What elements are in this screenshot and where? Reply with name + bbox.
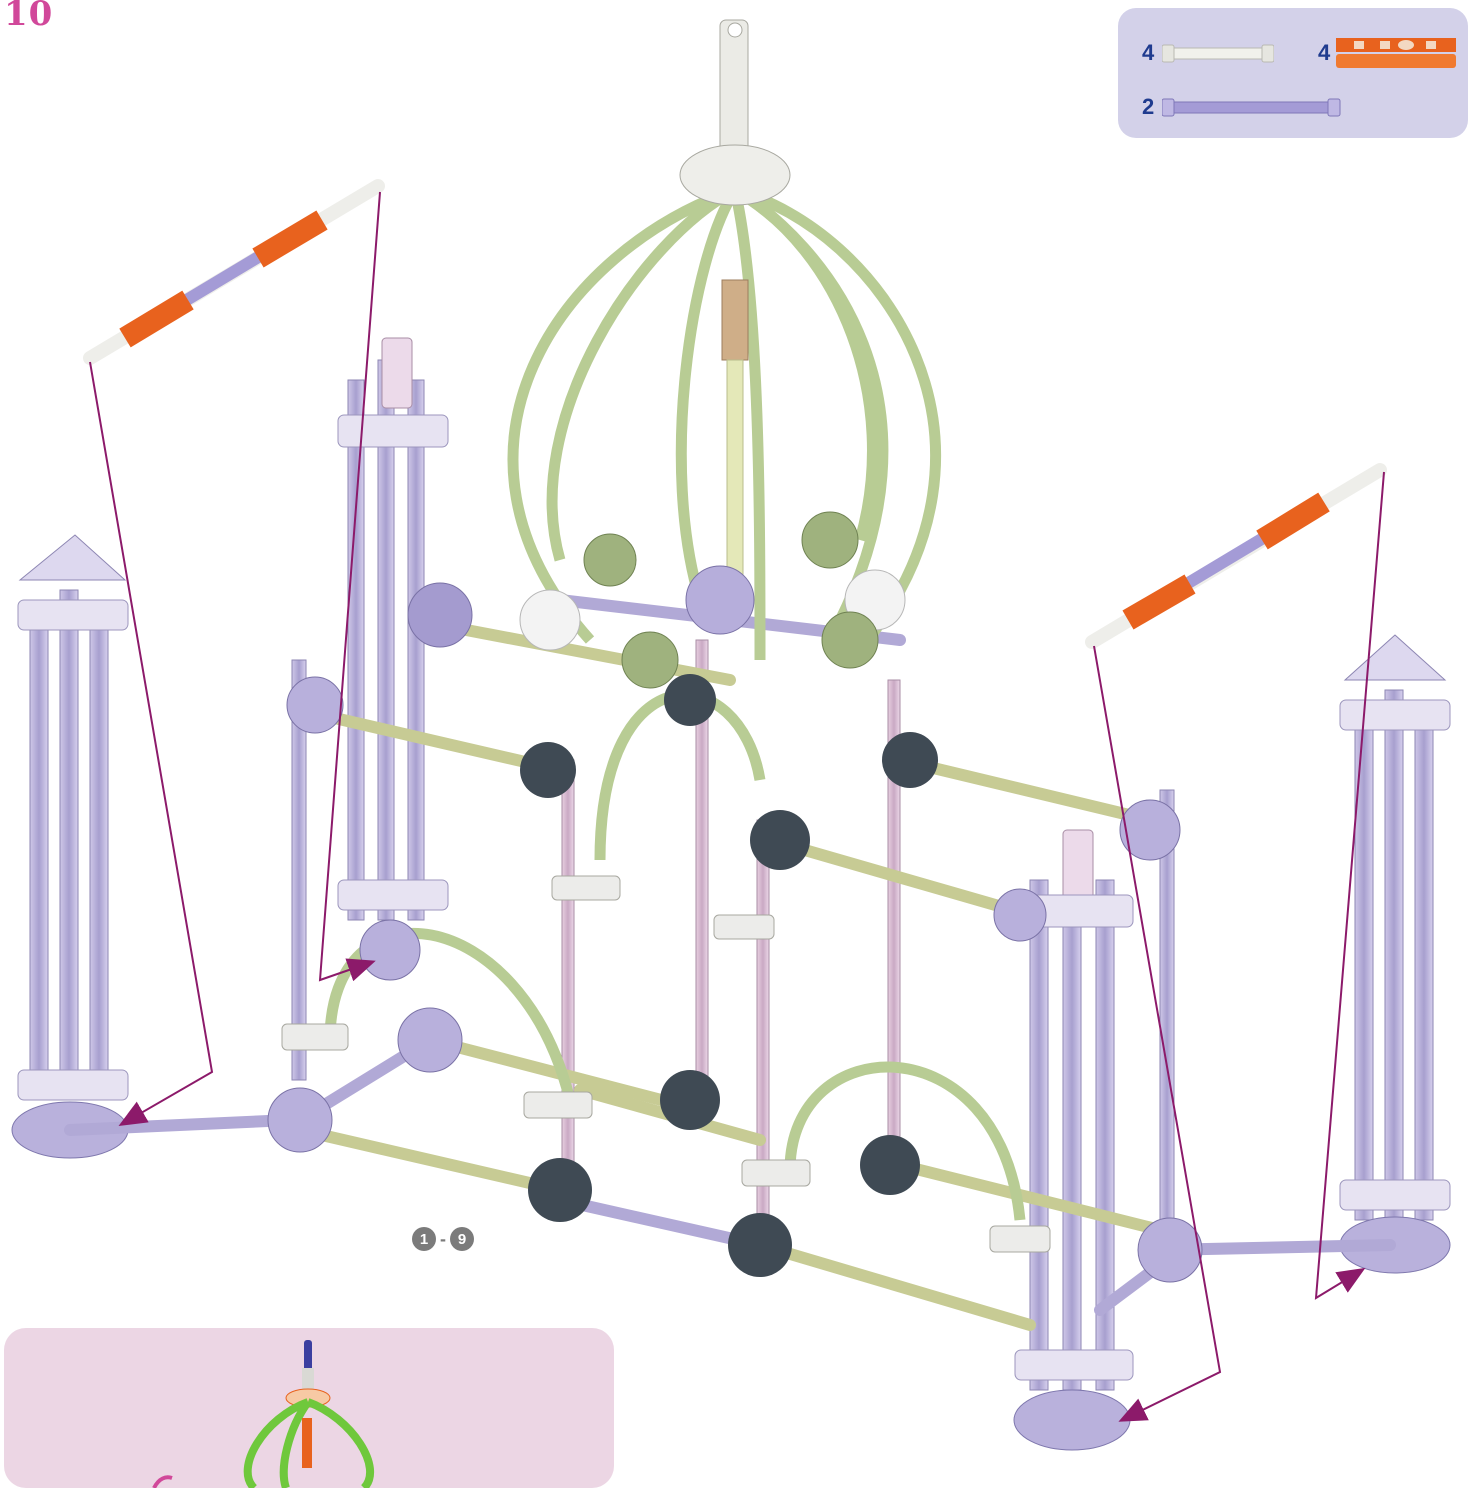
- dome-thumbnail: [4, 1328, 614, 1488]
- substep-range: 1 - 9: [412, 1226, 474, 1252]
- reference-thumbnail: [4, 1328, 614, 1488]
- loose-rod-right: [1092, 470, 1380, 642]
- substep-from: 1: [412, 1227, 436, 1251]
- purple-beams: [70, 600, 1390, 1310]
- left-tower: [12, 535, 128, 1158]
- right-tower: [1340, 635, 1450, 1273]
- loose-rod-left: [90, 186, 378, 358]
- substep-to: 9: [450, 1227, 474, 1251]
- substep-separator: -: [440, 1229, 446, 1250]
